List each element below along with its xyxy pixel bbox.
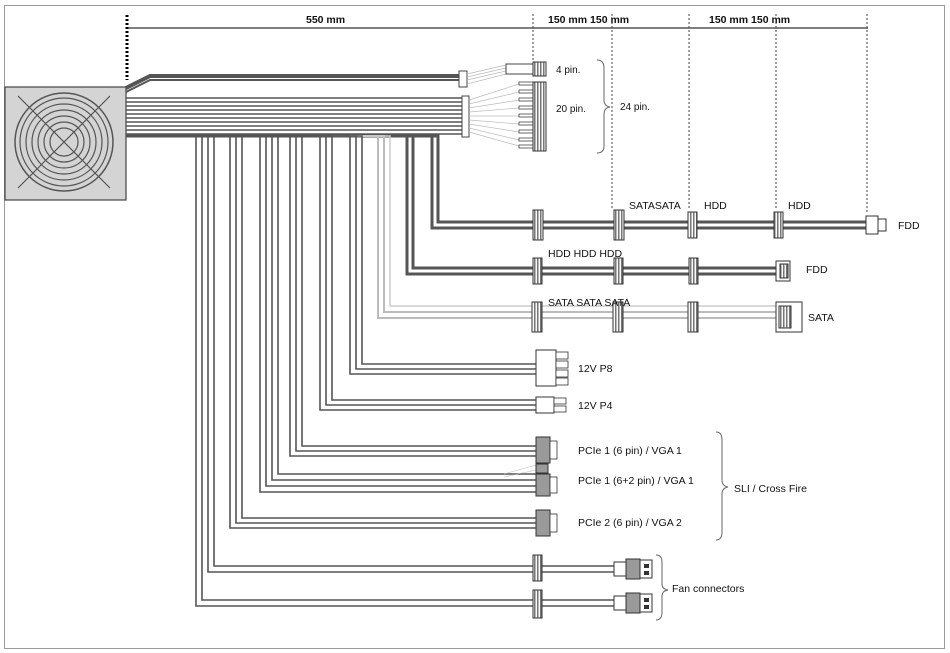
label-pcie1-6plus2: PCIe 1 (6+2 pin) / VGA 1 [578, 475, 694, 487]
label-row1-hdd1: HDD [704, 200, 727, 212]
sata-connector-icon [612, 301, 624, 333]
pcie-connector-icon [535, 436, 551, 464]
hdd-connector-icon [773, 211, 784, 239]
label-row3-end: SATA [808, 312, 834, 324]
label-row1-sata: SATASATA [629, 200, 681, 212]
fan-plug-icon [625, 558, 641, 580]
connector-pcie1-6plus2: PCIe 1 (6+2 pin) / VGA 1 [503, 463, 694, 497]
dim-label-150-a: 150 mm 150 mm [548, 14, 629, 26]
label-row1-fdd: FDD [898, 220, 920, 232]
hdd-connector-icon [687, 211, 698, 239]
label-row3-sata: SATA SATA SATA [548, 297, 630, 309]
fan-connector-1 [532, 554, 653, 582]
connector-20pin-icon [532, 81, 547, 152]
hdd-connector-icon [688, 257, 699, 285]
hdd-connector-icon [532, 257, 543, 285]
label-12v-p4: 12V P4 [578, 400, 613, 412]
label-fan: Fan connectors [672, 583, 744, 595]
fan-plug-icon [625, 592, 641, 614]
label-12v-p8: 12V P8 [578, 363, 613, 375]
fan-inline-connector-icon [532, 589, 543, 619]
brace-sli [715, 431, 729, 541]
sata-connector-icon [531, 301, 543, 333]
label-pcie1: PCIe 1 (6 pin) / VGA 1 [578, 445, 682, 457]
fdd-connector-icon [775, 260, 791, 282]
dimension-line: 550 mm 150 mm 150 mm 150 mm 150 mm [125, 14, 868, 214]
dim-label-550: 550 mm [306, 14, 345, 26]
sata-connector-icon [687, 301, 699, 333]
label-row2-fdd: FDD [806, 264, 828, 276]
psu-unit [4, 86, 127, 201]
row3-connectors: SATA SATA SATA SATA [531, 297, 834, 333]
sata-connector-icon [532, 209, 544, 241]
fdd-connector-icon [865, 215, 887, 235]
pcie-connector-icon [535, 509, 551, 537]
connector-pcie1: PCIe 1 (6 pin) / VGA 1 [535, 436, 682, 464]
label-20pin: 20 pin. [556, 104, 586, 115]
connector-4pin-icon [532, 61, 547, 77]
brace-24pin [596, 59, 611, 154]
diagram-border [4, 5, 945, 649]
pcie-connector-icon [535, 473, 551, 497]
cable-20pin-main [126, 97, 462, 135]
label-row1-hdd2: HDD [788, 200, 811, 212]
cable-bundle [126, 134, 868, 607]
fan-connector-2 [532, 589, 653, 619]
fan-grill-icon [14, 92, 114, 192]
p8-connector-icon [535, 349, 557, 387]
row2-connectors: HDD HDD HDD FDD [532, 248, 828, 285]
sata-connector-icon [613, 209, 625, 241]
dim-label-150-b: 150 mm 150 mm [709, 14, 790, 26]
sata-power-connector-icon [775, 301, 803, 333]
label-sli: SLI / Cross Fire [734, 483, 807, 495]
fan-inline-connector-icon [532, 554, 543, 582]
label-4pin: 4 pin. [556, 65, 580, 76]
connector-12v-p8: 12V P8 [535, 349, 613, 387]
label-pcie2: PCIe 2 (6 pin) / VGA 2 [578, 517, 682, 529]
cable-4pin-main: 4 pin. [125, 61, 580, 93]
row1-connectors: SATASATA HDD HDD FDD [532, 200, 920, 241]
brace-fan [655, 554, 669, 621]
p4-connector-icon [535, 396, 555, 414]
hdd-connector-icon [613, 257, 624, 285]
connector-12v-p4: 12V P4 [535, 396, 613, 414]
connector-pcie2: PCIe 2 (6 pin) / VGA 2 [535, 509, 682, 537]
label-24pin: 24 pin. [620, 102, 650, 113]
label-row2-hdd: HDD HDD HDD [548, 248, 622, 260]
